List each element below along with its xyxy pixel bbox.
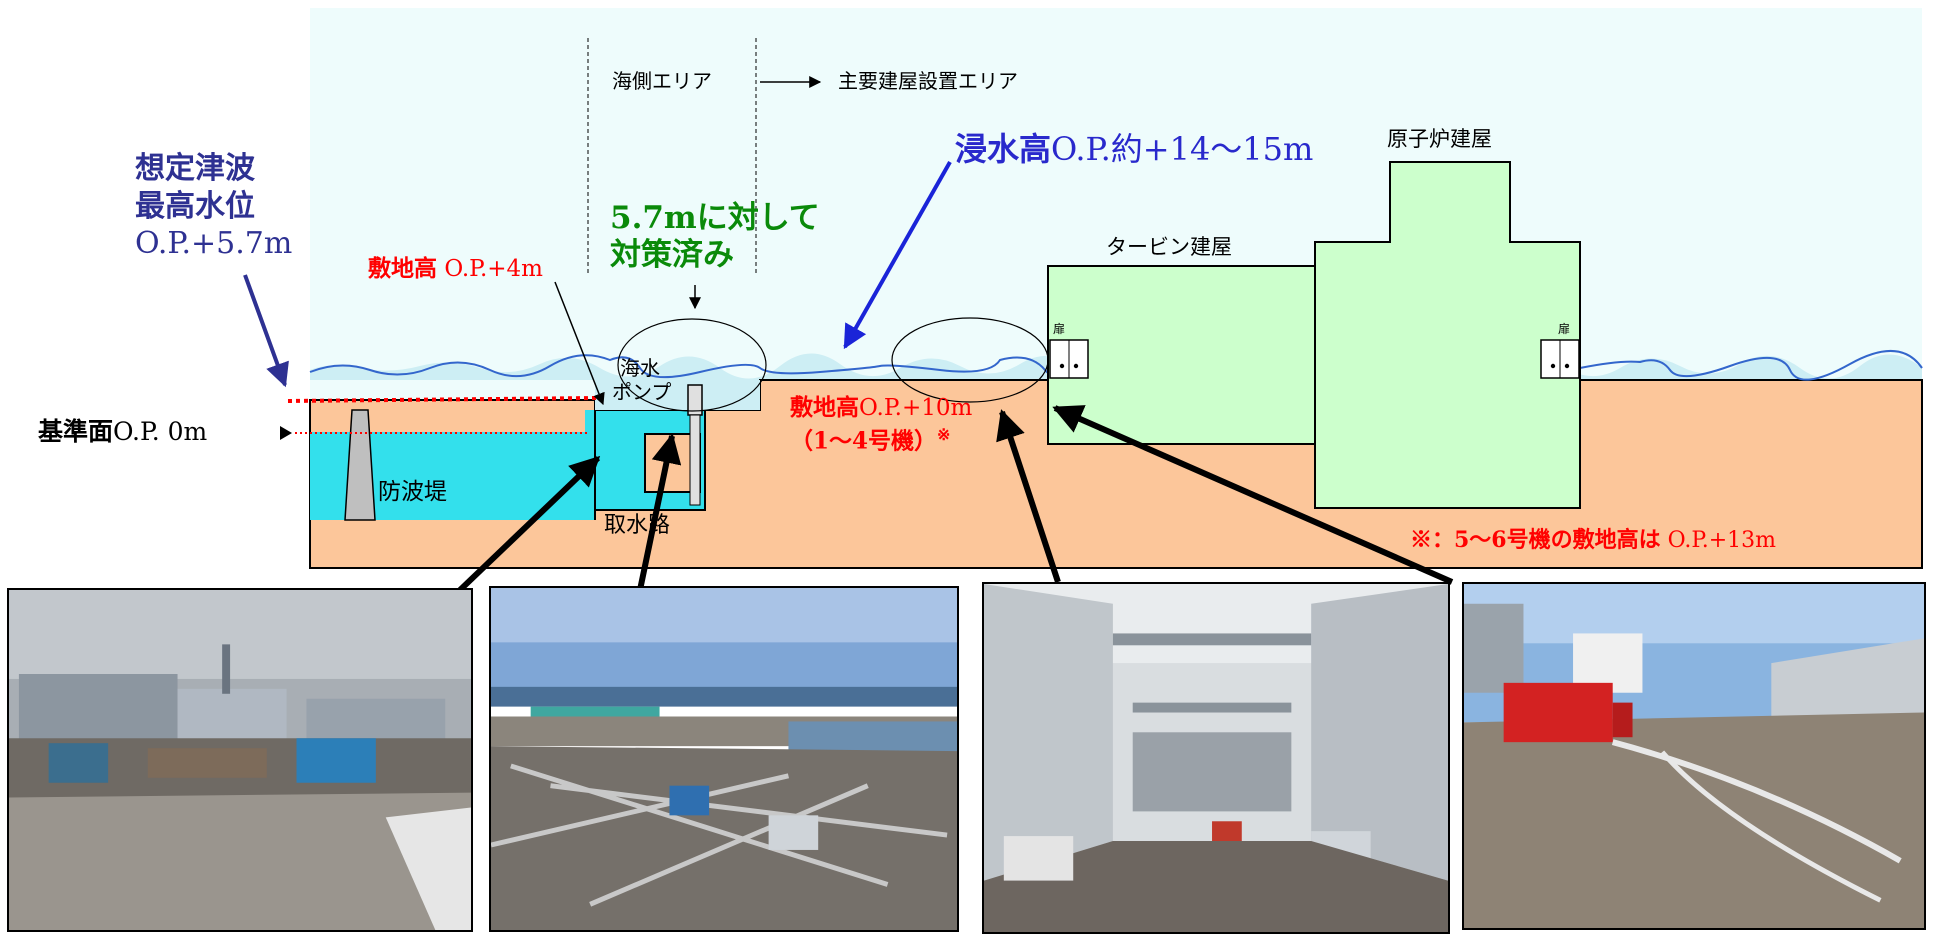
label-breakwater: 防波堤: [378, 479, 447, 505]
label-flood-height-prefix: 浸水高: [955, 130, 1052, 168]
label-flood-height-value: O.P.約+14〜15m: [1051, 130, 1314, 168]
tsunami-assumed-arrow: [243, 274, 289, 388]
label-reactor-building: 原子炉建屋: [1387, 127, 1492, 151]
label-seawater-pump: 海水 ポンプ: [612, 356, 671, 404]
water-overlay-intake: [595, 380, 760, 410]
label-site-height-10m-units: （1〜4号機）: [790, 427, 938, 455]
label-datum: 基準面O.P. 0m: [38, 418, 207, 446]
label-site-height-10m: 敷地高O.P.+10m （1〜4号機）※: [790, 392, 972, 457]
photo-arrow-4: [1052, 405, 1454, 585]
photo-building-corridor: [982, 582, 1450, 934]
label-countermeasure: 5.7mに対して 対策済み: [610, 200, 820, 274]
label-datum-value: O.P. 0m: [113, 417, 208, 446]
label-door-turbine: 扉: [1053, 322, 1066, 336]
photo-arrow-1: [457, 455, 601, 593]
label-countermeasure-line2: 対策済み: [610, 237, 734, 274]
label-footnote-value: O.P.+13m: [1667, 528, 1776, 553]
turbine-building: [1047, 265, 1317, 445]
label-site-height-10m-value: O.P.+10m: [859, 395, 973, 421]
datum-pointer: [280, 426, 292, 440]
label-turbine-building: タービン建屋: [1106, 235, 1232, 259]
label-seawater-pump-line2: ポンプ: [612, 380, 672, 404]
site-4m-arrow: [554, 281, 605, 406]
label-sea-side-area: 海側エリア: [612, 69, 712, 93]
label-site-height-4m-value: O.P.+4m: [444, 256, 543, 282]
photo-fire-truck-road: [1462, 582, 1926, 930]
label-site-height-4m-prefix: 敷地高: [368, 255, 437, 282]
label-intake-channel: 取水路: [604, 513, 671, 538]
label-site-height-4m: 敷地高 O.P.+4m: [368, 256, 543, 282]
label-footnote-prefix: ※：5〜6号機の敷地高は: [1410, 527, 1661, 553]
label-footnote: ※：5〜6号機の敷地高は O.P.+13m: [1410, 528, 1776, 553]
label-tsunami-assumed-line3: O.P.+5.7m: [135, 226, 293, 261]
photo-arrow-2: [637, 433, 682, 591]
photo-arrow-3: [996, 409, 1061, 583]
pump-ellipse: [617, 318, 767, 412]
photo-intake-debris: [489, 586, 959, 932]
tsunami-level-line: [287, 396, 599, 403]
flood-height-arrow: [843, 161, 952, 350]
label-asterisk: ※: [937, 425, 951, 445]
label-flood-height: 浸水高O.P.約+14〜15m: [955, 130, 1314, 168]
label-tsunami-assumed-line2: 最高水位: [135, 188, 255, 224]
label-datum-prefix: 基準面: [38, 417, 114, 446]
breakwater: [344, 409, 376, 521]
label-tsunami-assumed: 想定津波 最高水位 O.P.+5.7m: [135, 150, 292, 263]
label-tsunami-assumed-line1: 想定津波: [135, 151, 255, 186]
reactor-building: [1314, 161, 1581, 509]
label-countermeasure-line1: 5.7mに対して: [610, 200, 820, 236]
label-main-building-area: 主要建屋設置エリア: [838, 69, 1018, 93]
sea: [310, 432, 595, 520]
label-seawater-pump-line1: 海水: [620, 356, 660, 380]
label-door-reactor: 扉: [1558, 322, 1571, 336]
photo-seaside-debris: [7, 588, 473, 932]
label-site-height-10m-prefix: 敷地高: [790, 394, 859, 421]
site-10m-ellipse: [891, 317, 1049, 403]
